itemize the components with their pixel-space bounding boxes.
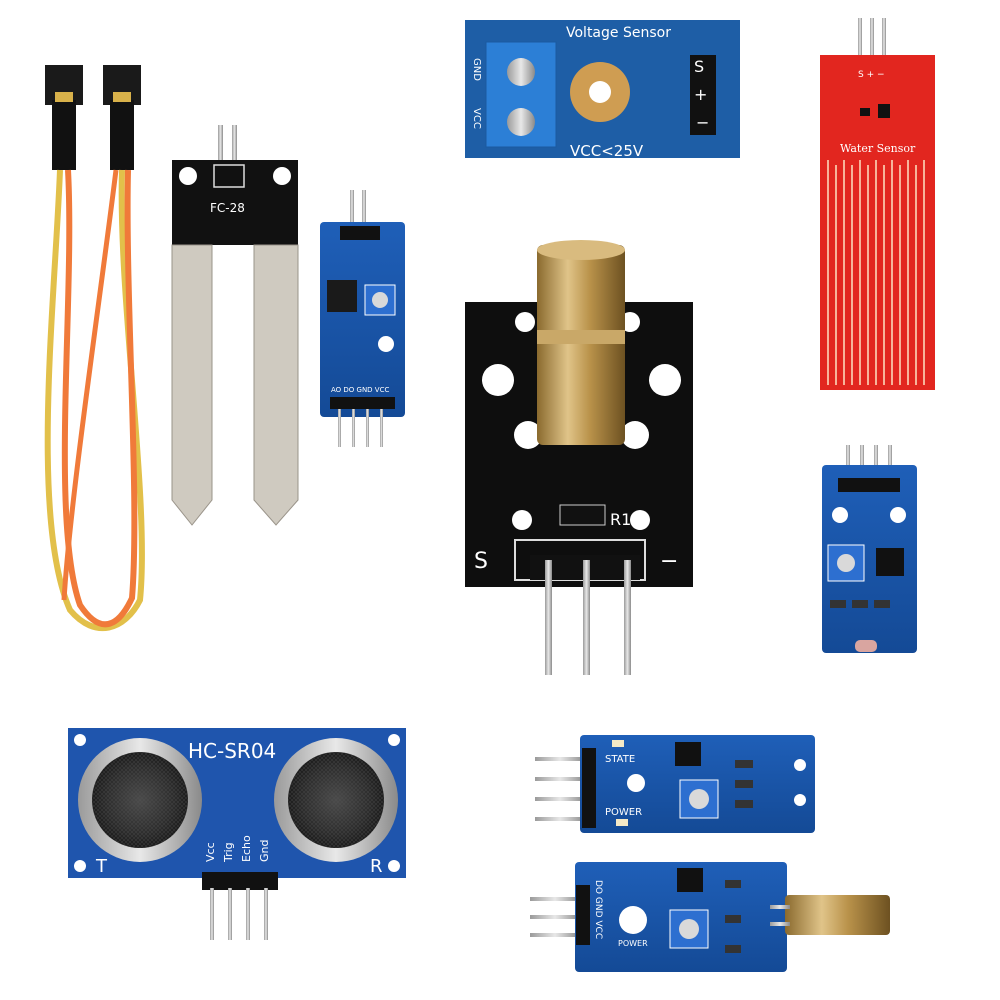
voltage-rating-label: VCC<25V	[570, 142, 644, 160]
voltage-gnd-label: GND	[471, 58, 482, 81]
hcsr04-t-label: T	[95, 856, 108, 877]
state-power-module: STATE POWER	[535, 735, 815, 833]
module-power-label: POWER	[605, 807, 642, 818]
hcsr04-pin-trig: Trig	[222, 842, 235, 863]
voltage-pin-plus: +	[694, 85, 707, 104]
water-level-sensor: S + − Water Sensor	[820, 18, 935, 390]
ultrasonic-sensor-module: HC-SR04 T R Vcc Trig Echo Gnd	[68, 728, 406, 940]
water-sensor-pins-label: S + −	[858, 70, 885, 80]
tilt-sensor-module: DO GND VCC POWER	[530, 862, 890, 972]
light-sensor-module	[822, 445, 917, 653]
voltage-pin-s: S	[694, 57, 704, 76]
soil-moisture-sensor: FC-28	[171, 125, 299, 526]
laser-module: R1 S −	[465, 240, 693, 675]
hcsr04-model-label: HC-SR04	[188, 739, 276, 763]
voltage-sensor-module: Voltage Sensor GND VCC S + − VCC<25V	[465, 20, 740, 160]
hcsr04-r-label: R	[370, 856, 383, 877]
hcsr04-pin-echo: Echo	[240, 835, 253, 862]
module-state-label: STATE	[605, 754, 635, 765]
hcsr04-pin-vcc: Vcc	[204, 842, 217, 862]
laser-pin-minus: −	[660, 549, 678, 574]
comparator-pins-label: AO DO GND VCC	[331, 386, 389, 394]
hcsr04-pin-gnd: Gnd	[258, 840, 271, 862]
voltage-sensor-title: Voltage Sensor	[566, 25, 671, 41]
laser-r1-label: R1	[610, 510, 631, 529]
jumper-wires	[44, 65, 145, 631]
voltage-pin-minus: −	[696, 113, 709, 132]
fc28-label: FC-28	[210, 201, 245, 215]
comparator-sensor-module: AO DO GND VCC	[320, 190, 405, 447]
tilt-power-label: POWER	[618, 939, 648, 948]
water-sensor-label: Water Sensor	[840, 142, 916, 155]
tilt-pins-label: DO GND VCC	[593, 880, 603, 939]
voltage-vcc-label: VCC	[471, 108, 482, 129]
laser-pin-s: S	[474, 549, 488, 574]
